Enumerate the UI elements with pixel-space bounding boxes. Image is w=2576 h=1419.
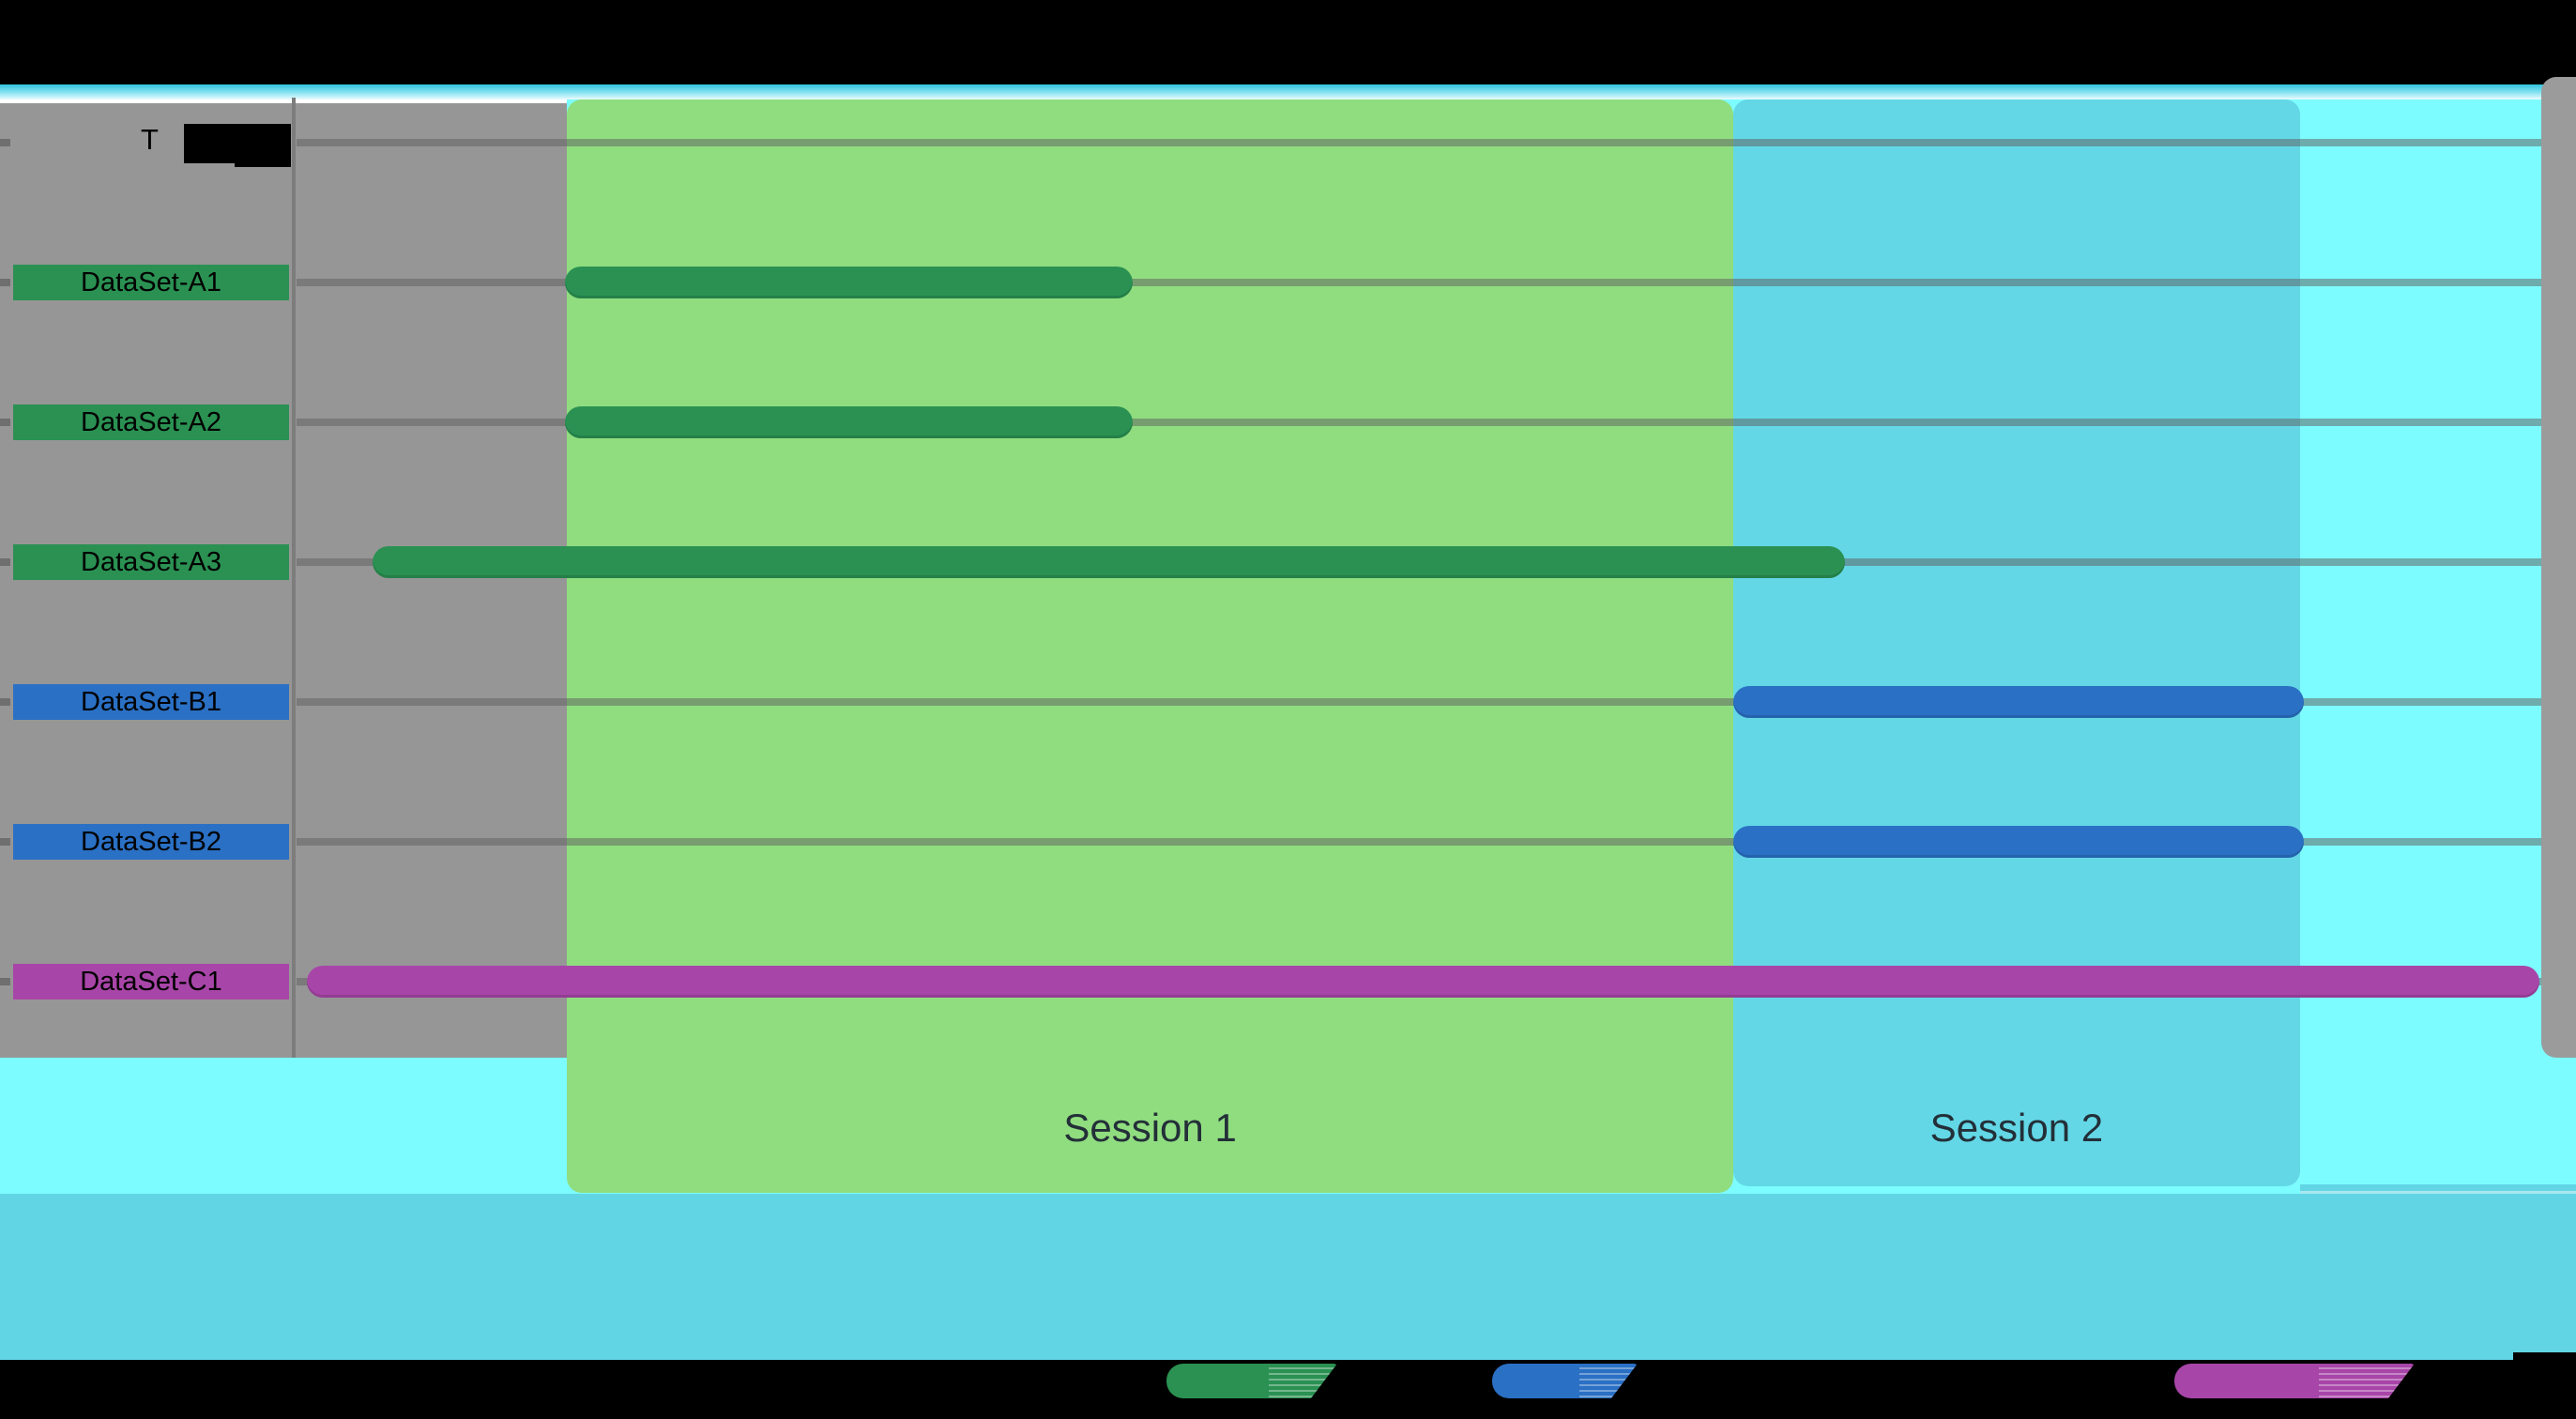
session-label-1: Session 1 xyxy=(1063,1106,1237,1150)
task-bar-dataset-a2[interactable] xyxy=(564,406,1134,438)
task-bar-dataset-b1[interactable] xyxy=(1733,686,2305,718)
row-gridline-1 xyxy=(297,279,2576,286)
top-cyan-strip xyxy=(0,84,2576,99)
task-bar-dataset-c1[interactable] xyxy=(306,966,2540,998)
task-bar-dataset-a1[interactable] xyxy=(564,267,1134,298)
row-label-dataset-a1: DataSet-A1 xyxy=(13,265,289,300)
session-band-1 xyxy=(566,99,1734,1193)
bottom-right-redaction-notch xyxy=(2513,1352,2576,1362)
row-gridline-2 xyxy=(297,419,2576,426)
vertical-scrollbar[interactable] xyxy=(2541,77,2576,1058)
row-label-dataset-c1: DataSet-C1 xyxy=(13,964,289,999)
footer-band xyxy=(0,1194,2576,1360)
top-redaction-band xyxy=(0,0,2576,84)
axis-title-partial-text: T xyxy=(141,123,159,156)
y-axis-tick xyxy=(0,838,10,846)
footer-band-seam xyxy=(2300,1191,2576,1195)
legend-swatch-series-c xyxy=(2174,1364,2415,1398)
row-gridline-0 xyxy=(297,139,2576,146)
y-axis-tick xyxy=(0,558,10,566)
axis-title-redaction-step xyxy=(235,160,291,167)
y-axis-tick xyxy=(0,139,10,146)
legend-swatch-series-a xyxy=(1166,1364,1337,1398)
task-bar-dataset-b2[interactable] xyxy=(1733,826,2305,858)
row-label-dataset-b1: DataSet-B1 xyxy=(13,684,289,720)
axis-title-redaction-box xyxy=(184,124,291,163)
axis-divider-line xyxy=(292,98,296,1058)
row-label-dataset-b2: DataSet-B2 xyxy=(13,824,289,860)
row-gridline-5 xyxy=(297,838,2576,846)
y-axis-tick xyxy=(0,279,10,286)
row-label-dataset-a3: DataSet-A3 xyxy=(13,544,289,580)
task-bar-dataset-a3[interactable] xyxy=(373,546,1846,578)
session-label-2: Session 2 xyxy=(1929,1106,2104,1150)
session-band-2 xyxy=(1733,99,2300,1186)
y-axis-tick xyxy=(0,978,10,985)
row-gridline-4 xyxy=(297,698,2576,706)
y-axis-tick xyxy=(0,419,10,426)
y-axis-tick xyxy=(0,698,10,706)
row-label-dataset-a2: DataSet-A2 xyxy=(13,404,289,440)
